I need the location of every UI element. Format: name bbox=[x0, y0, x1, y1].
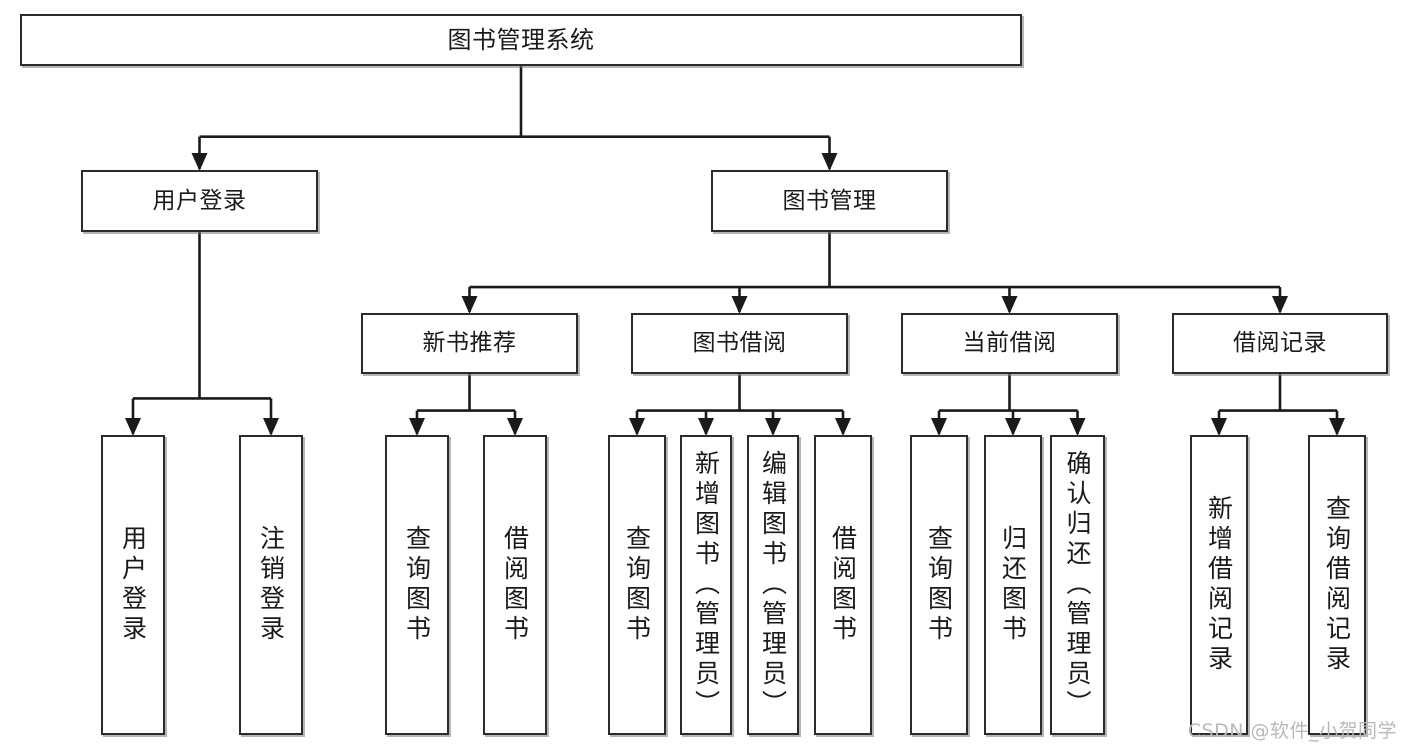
node-current-borrow[interactable]: 当前借阅 bbox=[901, 313, 1118, 374]
node-label: 用户登录 bbox=[118, 525, 148, 645]
node-leaf-query-book-2[interactable]: 查询图书 bbox=[608, 435, 666, 735]
node-leaf-add-book[interactable]: 新增图书（管理员） bbox=[680, 435, 732, 735]
node-label: 新增借阅记录 bbox=[1204, 495, 1234, 675]
node-label: 编辑图书（管理员） bbox=[758, 450, 788, 720]
node-book-manage[interactable]: 图书管理 bbox=[711, 170, 948, 232]
node-new-book-recommend[interactable]: 新书推荐 bbox=[361, 313, 578, 374]
node-borrow-record[interactable]: 借阅记录 bbox=[1172, 313, 1388, 374]
node-label: 借阅记录 bbox=[1233, 330, 1327, 356]
node-leaf-query-book-3[interactable]: 查询图书 bbox=[910, 435, 968, 735]
node-label: 用户登录 bbox=[152, 187, 247, 214]
node-leaf-query-record[interactable]: 查询借阅记录 bbox=[1308, 435, 1366, 735]
node-label: 查询借阅记录 bbox=[1322, 495, 1352, 675]
node-root[interactable]: 图书管理系统 bbox=[20, 14, 1022, 66]
node-label: 查询图书 bbox=[924, 525, 954, 645]
node-leaf-borrow-book-1[interactable]: 借阅图书 bbox=[483, 435, 547, 735]
node-book-borrow[interactable]: 图书借阅 bbox=[631, 313, 848, 374]
node-label: 当前借阅 bbox=[962, 330, 1057, 356]
watermark: CSDN @软件_小贺同学 bbox=[1187, 720, 1397, 742]
node-leaf-add-record[interactable]: 新增借阅记录 bbox=[1190, 435, 1248, 735]
node-label: 借阅图书 bbox=[828, 525, 858, 645]
node-label: 图书管理 bbox=[782, 187, 877, 214]
node-label: 注销登录 bbox=[256, 525, 286, 645]
node-label: 借阅图书 bbox=[500, 525, 530, 645]
node-leaf-edit-book[interactable]: 编辑图书（管理员） bbox=[747, 435, 799, 735]
node-leaf-user-logout[interactable]: 注销登录 bbox=[239, 435, 303, 735]
node-leaf-query-book-1[interactable]: 查询图书 bbox=[385, 435, 449, 735]
node-label: 确认归还（管理员） bbox=[1063, 450, 1092, 720]
node-label: 新增图书（管理员） bbox=[691, 450, 721, 720]
node-leaf-return-book[interactable]: 归还图书 bbox=[984, 435, 1042, 735]
node-leaf-user-login[interactable]: 用户登录 bbox=[101, 435, 165, 735]
node-label: 图书管理系统 bbox=[447, 26, 595, 54]
node-label: 图书借阅 bbox=[692, 330, 787, 356]
node-leaf-borrow-book-2[interactable]: 借阅图书 bbox=[814, 435, 872, 735]
node-label: 归还图书 bbox=[998, 525, 1028, 645]
node-leaf-confirm-return[interactable]: 确认归还（管理员） bbox=[1050, 435, 1105, 735]
node-label: 新书推荐 bbox=[422, 330, 517, 356]
node-label: 查询图书 bbox=[402, 525, 432, 645]
node-label: 查询图书 bbox=[622, 525, 652, 645]
node-user-login[interactable]: 用户登录 bbox=[81, 170, 318, 232]
